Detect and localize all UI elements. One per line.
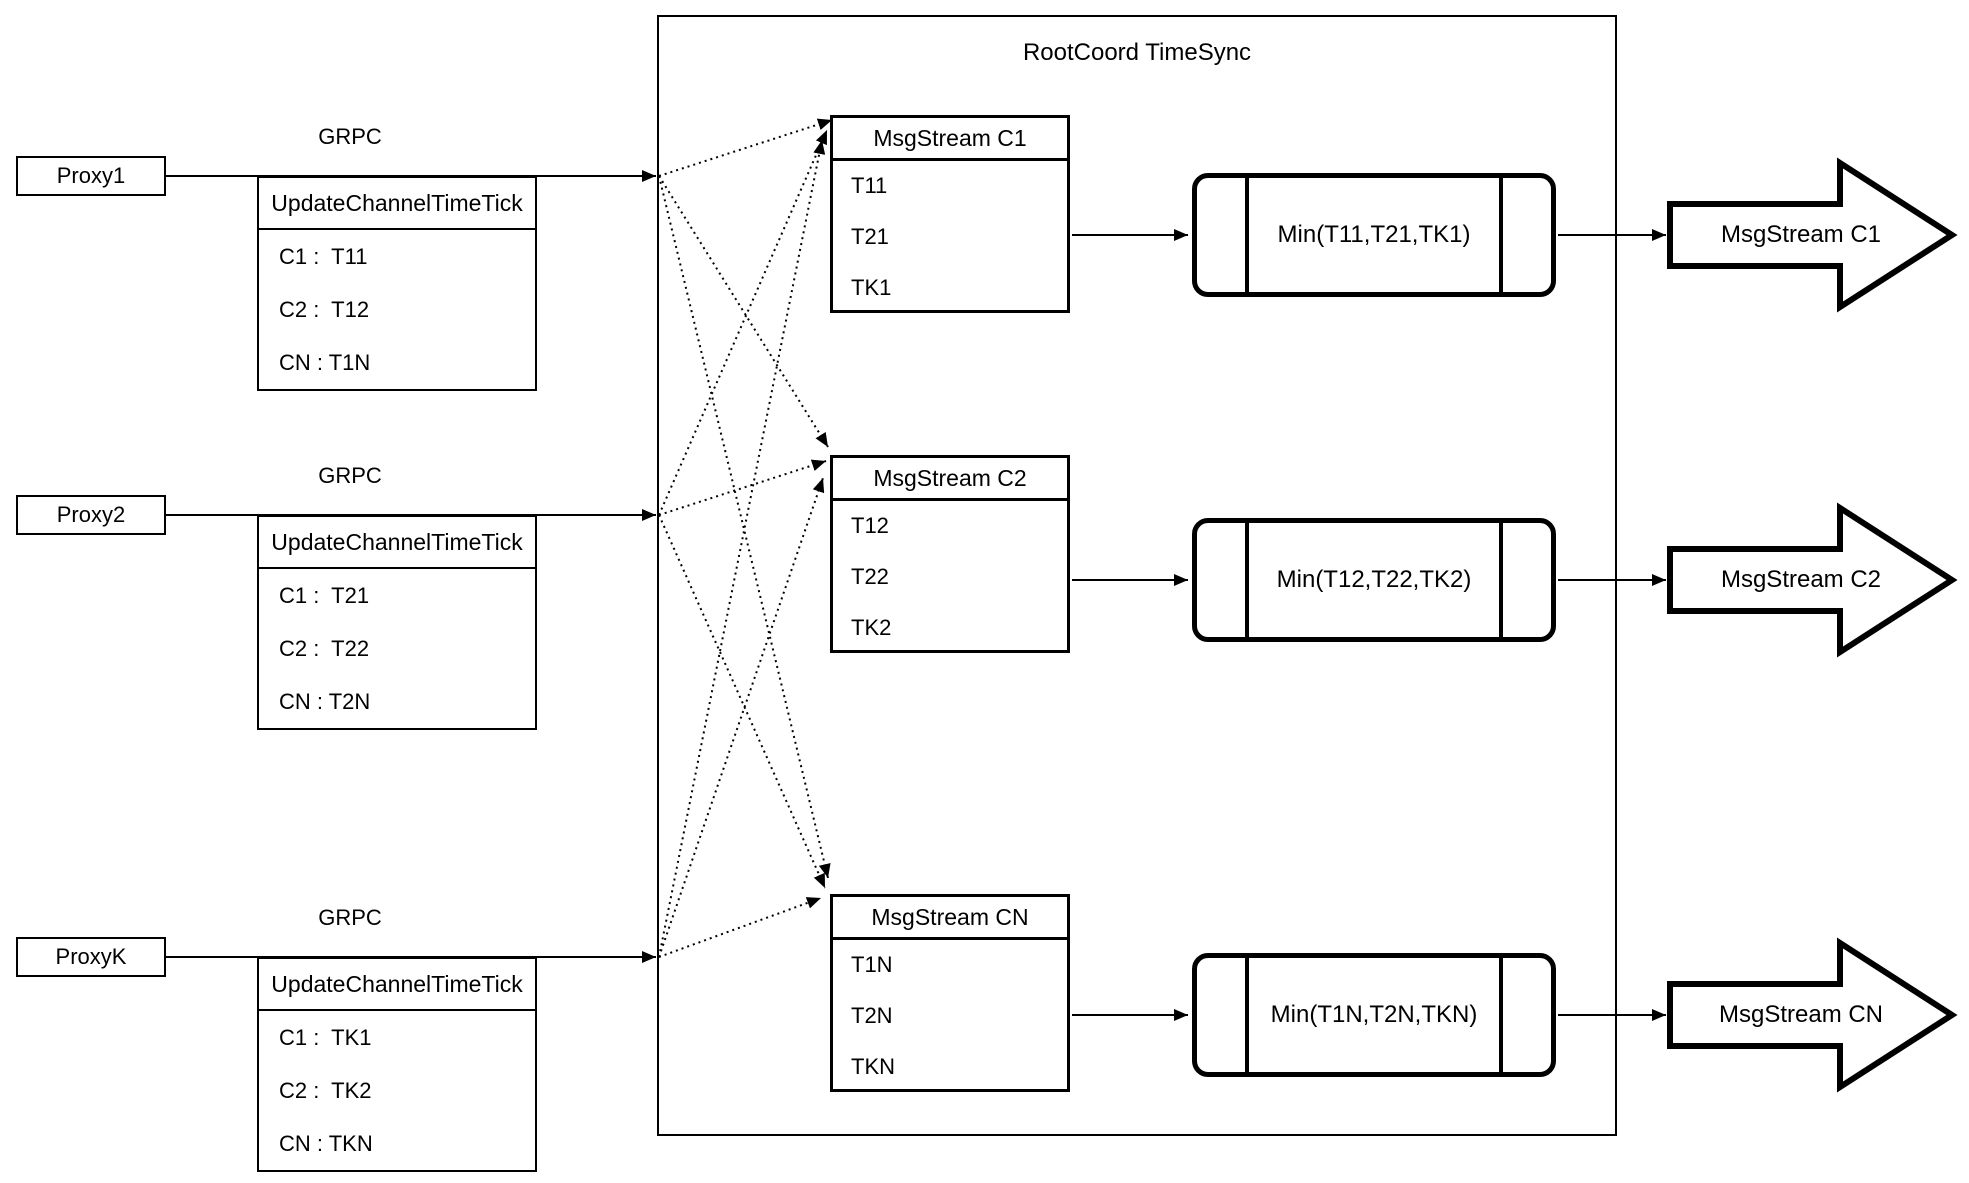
msgstream-c1-output-arrow: [1667, 157, 1958, 313]
min-box-c2: Min(T12,T22,TK2): [1192, 518, 1556, 642]
buffer-divider-right: [1499, 178, 1503, 292]
min-label: Min(T11,T21,TK1): [1277, 221, 1471, 248]
msgstream-c1-output-label: MsgStream C1: [1720, 221, 1882, 248]
proxy2-box: Proxy2: [16, 495, 166, 535]
dotted-arrow-pk-c2: [658, 477, 825, 958]
table-row: C2 : TK2: [279, 1077, 372, 1103]
table-header: UpdateChannelTimeTick: [259, 517, 535, 569]
buffer-divider-right: [1499, 958, 1503, 1072]
table-header: UpdateChannelTimeTick: [259, 959, 535, 1011]
table-header: MsgStream C1: [833, 118, 1067, 161]
dotted-arrow-p2-cn: [658, 514, 826, 889]
table-row: T11: [851, 173, 888, 199]
msgstream-cn-output-arrow: [1667, 937, 1958, 1093]
buffer-divider-left: [1245, 958, 1249, 1072]
min-label: Min(T1N,T2N,TKN): [1270, 1001, 1478, 1028]
table-row: C1 : T21: [279, 582, 370, 608]
dotted-arrow-p1-c1: [658, 118, 833, 177]
msgstream-c2-table: MsgStream C2 T12 T22 TK2: [830, 455, 1070, 653]
grpc-label-3: GRPC: [318, 905, 382, 930]
min-label: Min(T12,T22,TK2): [1276, 566, 1472, 593]
table-row: T12: [851, 513, 889, 539]
table-row: T2N: [851, 1003, 893, 1028]
table-row: T1N: [851, 952, 893, 978]
msgstream-cn-table: MsgStream CN T1N T2N TKN: [830, 894, 1070, 1092]
update-channel-timetick-table-3: UpdateChannelTimeTick C1 : TK1 C2 : TK2 …: [257, 957, 537, 1172]
dotted-arrow-pk-c1: [658, 139, 826, 958]
min-box-cn: Min(T1N,T2N,TKN): [1192, 953, 1556, 1077]
table-row: C2 : T22: [279, 635, 370, 661]
proxyk-box: ProxyK: [16, 937, 166, 977]
msgstream-c2-output-arrow: [1667, 502, 1958, 658]
table-row: C2 : T12: [279, 296, 370, 322]
proxyk-label: ProxyK: [55, 944, 127, 969]
rootcoord-timesync-box: [657, 15, 1617, 1136]
proxy1-box: Proxy1: [16, 156, 166, 196]
table-row: C1 : TK1: [279, 1024, 372, 1050]
min-box-c1: Min(T11,T21,TK1): [1192, 173, 1556, 297]
table-row: CN : T1N: [279, 349, 371, 375]
proxy1-label: Proxy1: [56, 163, 126, 188]
rootcoord-timesync-title: RootCoord TimeSync: [1022, 39, 1252, 66]
table-header: MsgStream C2: [833, 458, 1067, 501]
table-row: CN : T2N: [279, 688, 371, 714]
table-row: T21: [851, 224, 889, 249]
table-header: MsgStream CN: [833, 897, 1067, 940]
table-row: TK2: [851, 614, 892, 640]
dotted-arrow-p1-cn: [658, 175, 831, 879]
buffer-divider-left: [1245, 523, 1249, 637]
msgstream-c2-output-label: MsgStream C2: [1720, 566, 1882, 593]
buffer-divider-left: [1245, 178, 1249, 292]
update-channel-timetick-table-2: UpdateChannelTimeTick C1 : T21 C2 : T22 …: [257, 515, 537, 730]
table-row: TKN: [851, 1053, 895, 1079]
dotted-arrow-p2-c1: [658, 129, 828, 516]
msgstream-cn-output-label: MsgStream CN: [1718, 1001, 1884, 1028]
table-row: T22: [851, 564, 889, 589]
proxy2-label: Proxy2: [56, 502, 126, 527]
msgstream-c1-table: MsgStream C1 T11 T21 TK1: [830, 115, 1070, 313]
grpc-label-1: GRPC: [318, 124, 382, 149]
buffer-divider-right: [1499, 523, 1503, 637]
grpc-label-2: GRPC: [318, 463, 382, 488]
table-header: UpdateChannelTimeTick: [259, 178, 535, 230]
table-row: TK1: [851, 274, 892, 300]
table-row: CN : TKN: [279, 1130, 373, 1156]
update-channel-timetick-table-1: UpdateChannelTimeTick C1 : T11 C2 : T12 …: [257, 176, 537, 391]
table-row: C1 : T11: [279, 243, 368, 269]
